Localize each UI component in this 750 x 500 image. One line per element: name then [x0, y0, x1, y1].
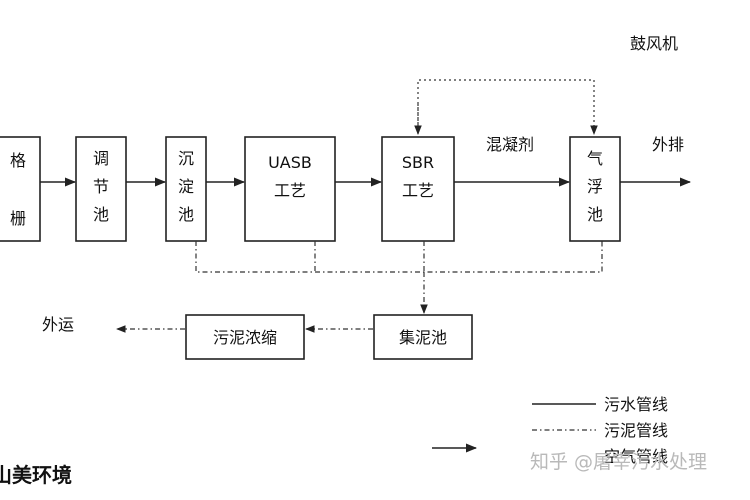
- footer-brand-text: 山美环境: [0, 463, 72, 487]
- legend-sludge-pipe-label: 污泥管线: [604, 421, 668, 440]
- sedimentation-label-2: 淀: [178, 177, 194, 196]
- uasb-label-1: UASB: [268, 153, 312, 172]
- flotation-label-2: 浮: [587, 177, 603, 196]
- sedimentation-label-3: 池: [178, 205, 194, 224]
- legend-sewage-pipe-label: 污水管线: [604, 395, 668, 414]
- uasb-label-2: 工艺: [274, 181, 306, 200]
- sludge-thickening-box: [185, 314, 305, 360]
- equalization-label-2: 节: [93, 177, 109, 196]
- watermark-text: 知乎 @屠宰污水处理: [530, 451, 707, 473]
- equalization-label-1: 调: [93, 149, 109, 168]
- flotation-label-3: 池: [587, 205, 603, 224]
- blower-label: 鼓风机: [630, 34, 678, 53]
- legend-gas-pipe-label: 空气管线: [604, 447, 668, 466]
- sludge-collection-label: 集泥池: [399, 328, 447, 347]
- screen-label-1: 格: [10, 151, 26, 170]
- sludge-collector-line: [195, 241, 603, 273]
- sbr-process-box: [381, 136, 455, 242]
- equalization-label-3: 池: [93, 205, 109, 224]
- screen-box: [0, 136, 41, 242]
- coagulant-label: 混凝剂: [486, 135, 534, 154]
- uasb-process-box: [244, 136, 336, 242]
- flotation-tank-box: [569, 136, 621, 242]
- discharge-label: 外排: [652, 135, 684, 154]
- sedimentation-label-1: 沉: [178, 149, 194, 168]
- haul-away-label: 外运: [42, 315, 74, 334]
- sedimentation-tank-box: [165, 136, 207, 242]
- flotation-label-1: 气: [587, 149, 603, 168]
- sbr-label-2: 工艺: [402, 181, 434, 200]
- sludge-thickening-label: 污泥浓缩: [213, 328, 277, 347]
- air-line-blower: [417, 79, 594, 134]
- sbr-label-1: SBR: [402, 153, 434, 172]
- equalization-tank-box: [75, 136, 127, 242]
- screen-label-2: 栅: [10, 209, 26, 228]
- sludge-collection-tank-box: [373, 314, 473, 360]
